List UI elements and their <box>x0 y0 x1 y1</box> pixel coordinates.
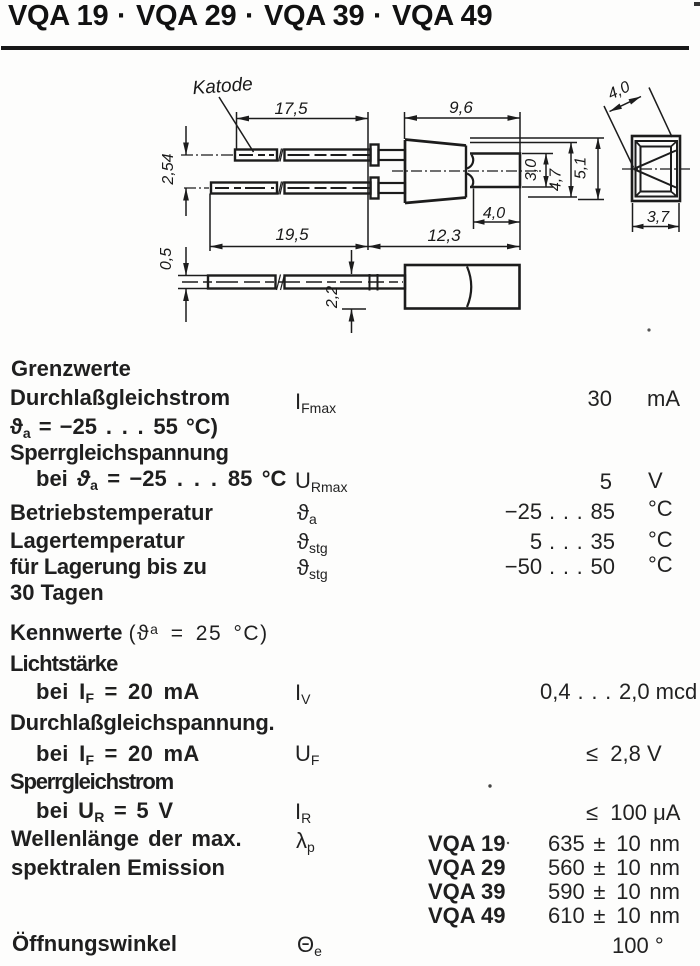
svg-text:5,1: 5,1 <box>573 157 590 179</box>
svg-text:3,7: 3,7 <box>647 209 670 226</box>
svg-text:12,3: 12,3 <box>427 226 461 245</box>
svg-text:3,0: 3,0 <box>523 159 540 181</box>
svg-text:Katode: Katode <box>192 74 254 99</box>
svg-text:19,5: 19,5 <box>275 225 309 244</box>
svg-text:17,5: 17,5 <box>274 99 308 118</box>
svg-text:2,54: 2,54 <box>160 153 177 185</box>
svg-text:9,6: 9,6 <box>449 98 473 117</box>
svg-text:4,0: 4,0 <box>483 205 505 222</box>
svg-text:4,7: 4,7 <box>548 168 565 191</box>
svg-text:2,2: 2,2 <box>324 286 341 309</box>
svg-text:0,5: 0,5 <box>158 248 175 270</box>
